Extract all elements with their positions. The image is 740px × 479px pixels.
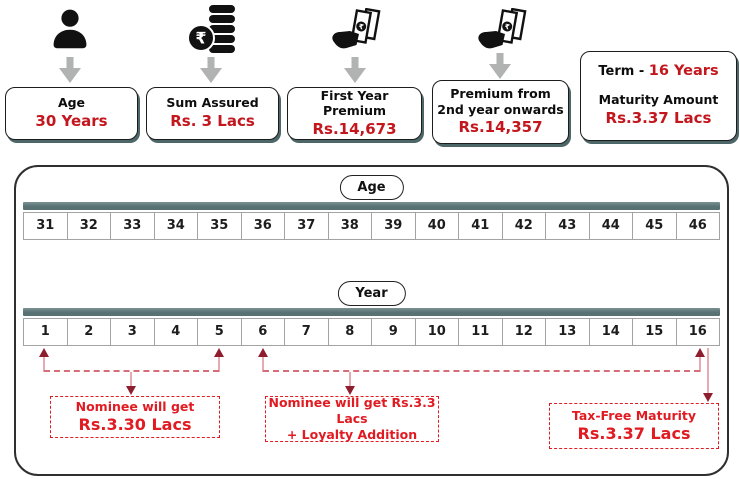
year-cell: 12 — [501, 318, 546, 346]
svg-text:₹: ₹ — [195, 29, 206, 48]
nominee-box-1: Nominee will get Rs.3.30 Lacs — [50, 396, 220, 438]
year-cell: 9 — [371, 318, 416, 346]
maturity-box: Tax-Free Maturity Rs.3.37 Lacs — [549, 403, 719, 449]
year-cell: 5 — [197, 318, 242, 346]
age-cell: 37 — [284, 212, 329, 240]
nominee-box-2: Nominee will get Rs.3.3 Lacs + Loyalty A… — [265, 394, 439, 443]
year-cell: 11 — [458, 318, 503, 346]
term-line: Term - 16 Years — [598, 63, 718, 79]
age-axis-bar — [23, 202, 720, 210]
year-cell: 3 — [110, 318, 155, 346]
age-pill-label: Age — [339, 175, 404, 200]
age-cell: 31 — [23, 212, 68, 240]
card-value: Rs.14,357 — [458, 118, 543, 137]
age-cell: 34 — [153, 212, 198, 240]
flow-arrow-icon — [344, 57, 366, 83]
flow-arrow-icon — [200, 57, 222, 83]
card-title: Sum Assured — [166, 95, 259, 111]
age-cell: 41 — [458, 212, 503, 240]
card-title-line2: 2nd year onwards — [437, 101, 564, 117]
year-cell: 14 — [588, 318, 633, 346]
card-term-maturity: Term - 16 Years Maturity Amount Rs.3.37 … — [580, 51, 737, 141]
age-cell: 35 — [197, 212, 242, 240]
note-line1: Nominee will get — [75, 398, 195, 414]
card-title: Age — [57, 95, 86, 111]
age-cell: 39 — [371, 212, 416, 240]
year-cell: 16 — [675, 318, 720, 346]
up-arrow-year-6 — [257, 348, 269, 372]
year-cell: 2 — [66, 318, 111, 346]
up-arrow-year-1 — [38, 348, 50, 372]
card-title: First Year Premium — [320, 87, 389, 119]
up-arrow-year-5 — [213, 348, 225, 372]
year-cell: 8 — [327, 318, 372, 346]
up-arrow-year-16 — [694, 348, 706, 372]
card-renewal-premium: Premium from 2nd year onwards Rs.14,357 — [432, 80, 569, 144]
card-title: Premium from — [450, 86, 551, 102]
year-cell: 13 — [545, 318, 590, 346]
money-hand-icon: ₹ — [330, 7, 382, 56]
card-value: Rs. 3 Lacs — [170, 112, 255, 131]
note-line2: Rs.3.37 Lacs — [577, 424, 691, 444]
note-line2: + Loyalty Addition — [286, 427, 418, 443]
age-cell: 42 — [501, 212, 546, 240]
flow-arrow-icon — [59, 57, 81, 83]
term-value: 16 Years — [648, 63, 719, 80]
card-sum-assured: Sum Assured Rs. 3 Lacs — [146, 87, 279, 140]
note-line2: Rs.3.30 Lacs — [78, 415, 192, 435]
year-cell: 7 — [284, 318, 329, 346]
card-first-year-premium: First Year Premium Rs.14,673 — [287, 87, 422, 140]
age-cell: 38 — [327, 212, 372, 240]
age-cell: 44 — [588, 212, 633, 240]
year-cell: 4 — [153, 318, 198, 346]
age-cell: 45 — [632, 212, 677, 240]
person-icon — [46, 4, 94, 58]
down-arrow-nominee-2 — [344, 372, 356, 395]
year-axis-bar — [23, 308, 720, 316]
down-arrow-nominee-1 — [125, 372, 137, 395]
age-cell: 33 — [110, 212, 155, 240]
flow-arrow-icon — [489, 53, 511, 79]
svg-text:₹: ₹ — [358, 23, 364, 32]
note-line1: Tax-Free Maturity — [571, 407, 697, 423]
connector-years-6-16 — [263, 370, 700, 372]
age-cell: 40 — [414, 212, 459, 240]
year-pill-label: Year — [337, 281, 406, 306]
card-value: 30 Years — [35, 112, 108, 131]
connector-years-1-5 — [44, 370, 219, 372]
card-value: Rs.14,673 — [312, 119, 397, 138]
maturity-label: Maturity Amount — [598, 92, 719, 108]
card-age: Age 30 Years — [5, 87, 138, 140]
down-arrow-maturity — [702, 348, 714, 402]
maturity-value: Rs.3.37 Lacs — [605, 109, 712, 128]
age-cell: 46 — [675, 212, 720, 240]
svg-text:₹: ₹ — [504, 23, 510, 32]
age-cell: 32 — [66, 212, 111, 240]
term-label: Term - — [598, 64, 645, 80]
year-cell: 6 — [240, 318, 285, 346]
year-cell: 10 — [414, 318, 459, 346]
age-cell: 36 — [240, 212, 285, 240]
age-cell: 43 — [545, 212, 590, 240]
note-line1: Nominee will get Rs.3.3 Lacs — [268, 394, 436, 427]
rupee-coins-icon: ₹ — [186, 2, 238, 60]
year-cell: 15 — [632, 318, 677, 346]
money-hand-icon: ₹ — [476, 7, 528, 56]
year-cell: 1 — [23, 318, 68, 346]
